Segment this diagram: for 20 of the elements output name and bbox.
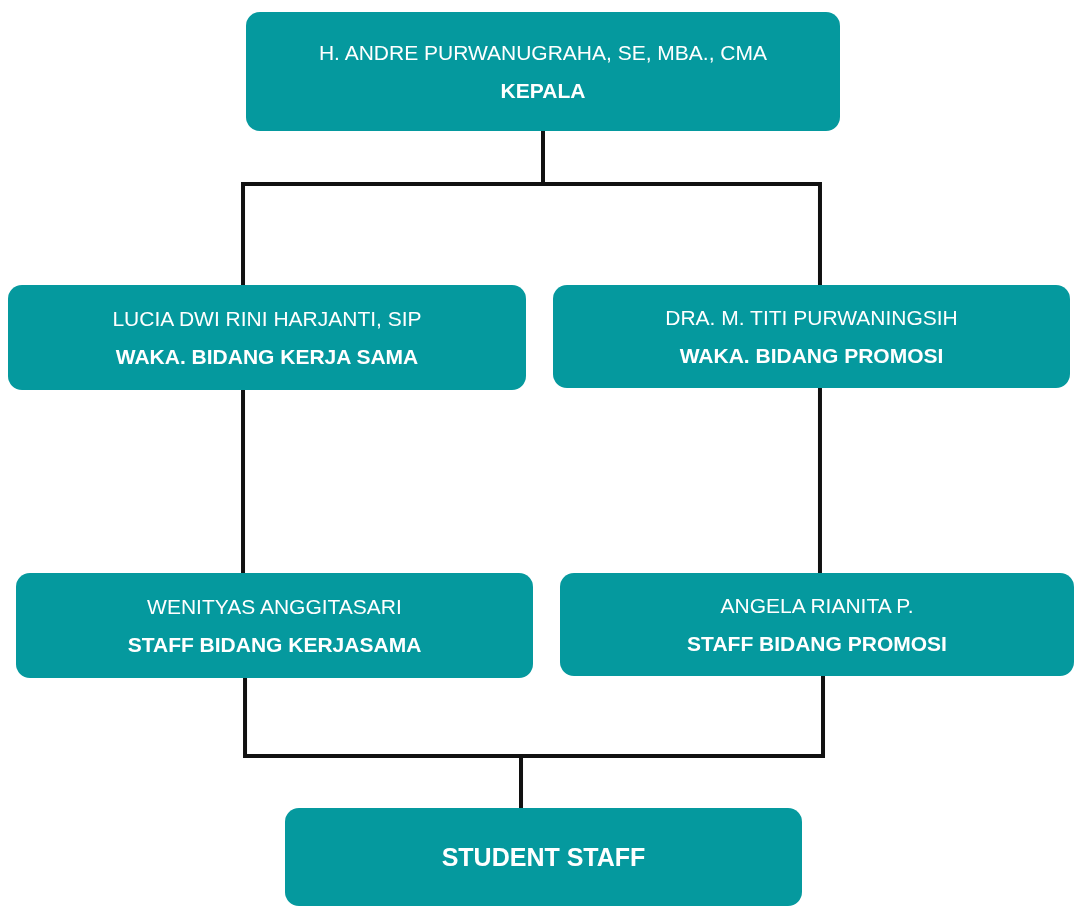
position-title: WAKA. BIDANG PROMOSI (679, 343, 944, 368)
person-name: WENITYAS ANGGITASARI (147, 594, 402, 619)
org-chart-box (560, 573, 1074, 676)
person-name: H. ANDRE PURWANUGRAHA, SE, MBA., CMA (318, 40, 768, 65)
position-title: STUDENT STAFF (441, 842, 646, 872)
connector-line (241, 390, 245, 573)
position-title: STAFF BIDANG KERJASAMA (127, 632, 422, 657)
person-name: DRA. M. TITI PURWANINGSIH (665, 305, 958, 330)
connector-line (519, 676, 825, 808)
person-name: LUCIA DWI RINI HARJANTI, SIP (112, 306, 422, 331)
position-title: STAFF BIDANG PROMOSI (687, 631, 947, 656)
org-chart-box (285, 808, 802, 906)
org-chart-box (8, 285, 526, 390)
org-chart-box (246, 12, 840, 131)
org-chart-box (553, 285, 1070, 388)
connector-line (818, 388, 822, 573)
position-title: KEPALA (500, 78, 586, 103)
person-name: ANGELA RIANITA P. (720, 593, 914, 618)
position-title: WAKA. BIDANG KERJA SAMA (115, 344, 419, 369)
org-chart-box (16, 573, 533, 678)
